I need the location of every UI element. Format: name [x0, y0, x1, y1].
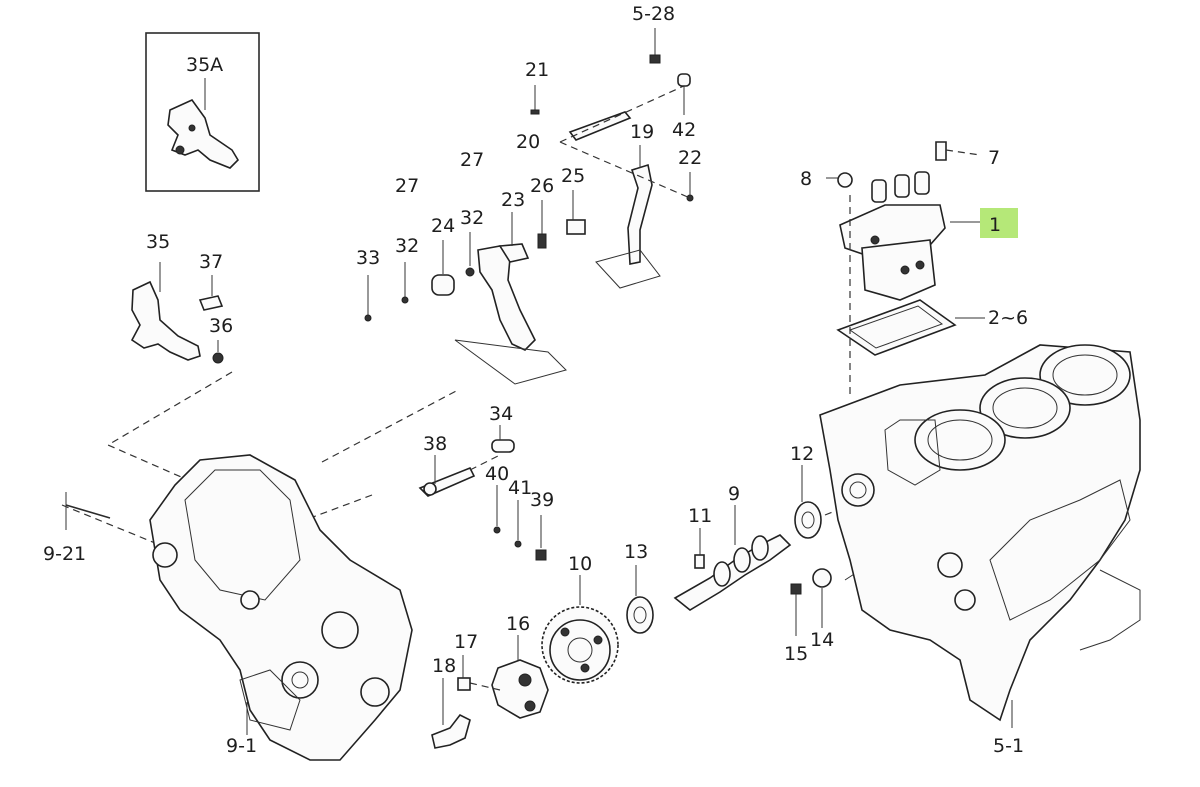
top-rod-group — [530, 28, 694, 289]
gear-case-9-1 — [65, 454, 413, 761]
injection-pump-1 — [826, 141, 981, 301]
cam-gear-assembly — [541, 465, 881, 684]
engine-block-5-1 — [819, 344, 1141, 728]
label-17: 17 — [454, 631, 478, 653]
label-9-1: 9-1 — [226, 735, 257, 757]
label-26: 26 — [530, 175, 554, 197]
inset-35A — [145, 32, 260, 192]
label-18: 18 — [432, 655, 456, 677]
label-9-21: 9-21 — [43, 543, 86, 565]
label-11: 11 — [688, 505, 712, 527]
label-38: 38 — [423, 433, 447, 455]
label-22: 22 — [678, 147, 702, 169]
label-5-28: 5-28 — [632, 3, 675, 25]
label-7: 7 — [988, 147, 1000, 169]
linkage-group — [364, 190, 586, 385]
label-10: 10 — [568, 553, 592, 575]
label-36: 36 — [209, 315, 233, 337]
governor-16-17-18 — [431, 635, 549, 749]
label-21: 21 — [525, 59, 549, 81]
label-33: 33 — [356, 247, 380, 269]
label-13: 13 — [624, 541, 648, 563]
label-14: 14 — [810, 629, 834, 651]
part-labels: 35A 35 37 36 33 32 27 24 27 32 23 26 25 … — [43, 3, 1028, 757]
label-2-6: 2~6 — [988, 307, 1028, 329]
gasket-2-6 — [836, 195, 985, 395]
label-12: 12 — [790, 443, 814, 465]
label-20: 20 — [516, 131, 540, 153]
label-27b: 27 — [460, 149, 484, 171]
label-15: 15 — [784, 643, 808, 665]
label-40: 40 — [485, 463, 509, 485]
label-23: 23 — [501, 189, 525, 211]
label-5-1: 5-1 — [993, 735, 1024, 757]
label-1: 1 — [989, 214, 1001, 236]
label-39: 39 — [530, 489, 554, 511]
label-34: 34 — [489, 403, 513, 425]
label-9: 9 — [728, 483, 740, 505]
part-35-bracket — [130, 262, 224, 364]
label-8: 8 — [800, 168, 812, 190]
part-1-highlight — [980, 208, 1018, 238]
label-41: 41 — [508, 477, 532, 499]
lever-38-group — [418, 425, 547, 561]
label-16: 16 — [506, 613, 530, 635]
label-35: 35 — [146, 231, 170, 253]
label-42: 42 — [672, 119, 696, 141]
label-24: 24 — [431, 215, 455, 237]
label-32b: 32 — [460, 207, 484, 229]
label-37: 37 — [199, 251, 223, 273]
parts-14-15 — [790, 568, 832, 636]
label-25: 25 — [561, 165, 585, 187]
label-27a: 27 — [395, 175, 419, 197]
label-19: 19 — [630, 121, 654, 143]
label-35A: 35A — [186, 54, 223, 76]
label-32a: 32 — [395, 235, 419, 257]
